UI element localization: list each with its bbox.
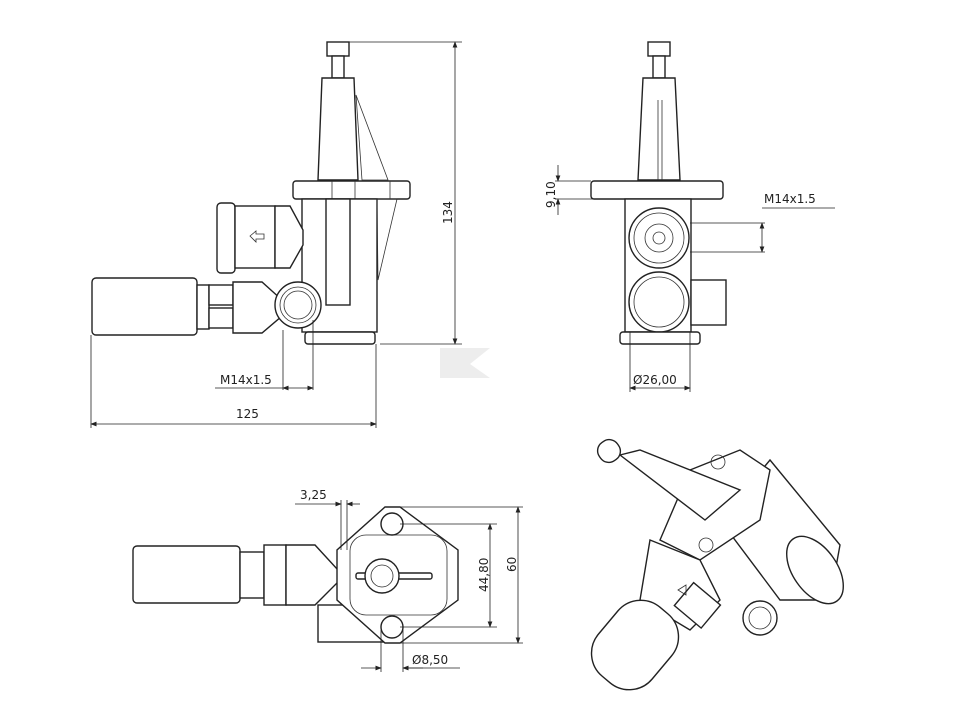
watermark-logo xyxy=(440,348,490,378)
dim-9-10: 9,10 xyxy=(544,181,558,208)
dim-m14-side: M14x1.5 xyxy=(220,373,272,387)
dim-m14-front: M14x1.5 xyxy=(764,192,816,206)
dim-125: 125 xyxy=(236,407,259,421)
side-view-dimensions: 134 M14x1.5 125 xyxy=(90,41,462,428)
dim-diameter-26: Ø26,00 xyxy=(633,373,677,387)
front-view-dimensions: 9,10 M14x1.5 Ø26,00 xyxy=(544,165,835,392)
top-view xyxy=(132,506,459,644)
flow-arrow-icon xyxy=(249,230,265,243)
flow-arrow-icon xyxy=(677,584,687,596)
isometric-view xyxy=(590,438,844,691)
dim-diameter-8-50: Ø8,50 xyxy=(412,653,448,667)
dim-44-80: 44,80 xyxy=(477,558,491,592)
dim-60: 60 xyxy=(505,557,519,572)
dim-3-25: 3,25 xyxy=(300,488,327,502)
side-view xyxy=(91,41,411,345)
top-view-dimensions: 3,25 44,80 60 Ø8,50 xyxy=(295,488,523,672)
front-view xyxy=(590,41,727,345)
dim-134: 134 xyxy=(441,201,455,224)
